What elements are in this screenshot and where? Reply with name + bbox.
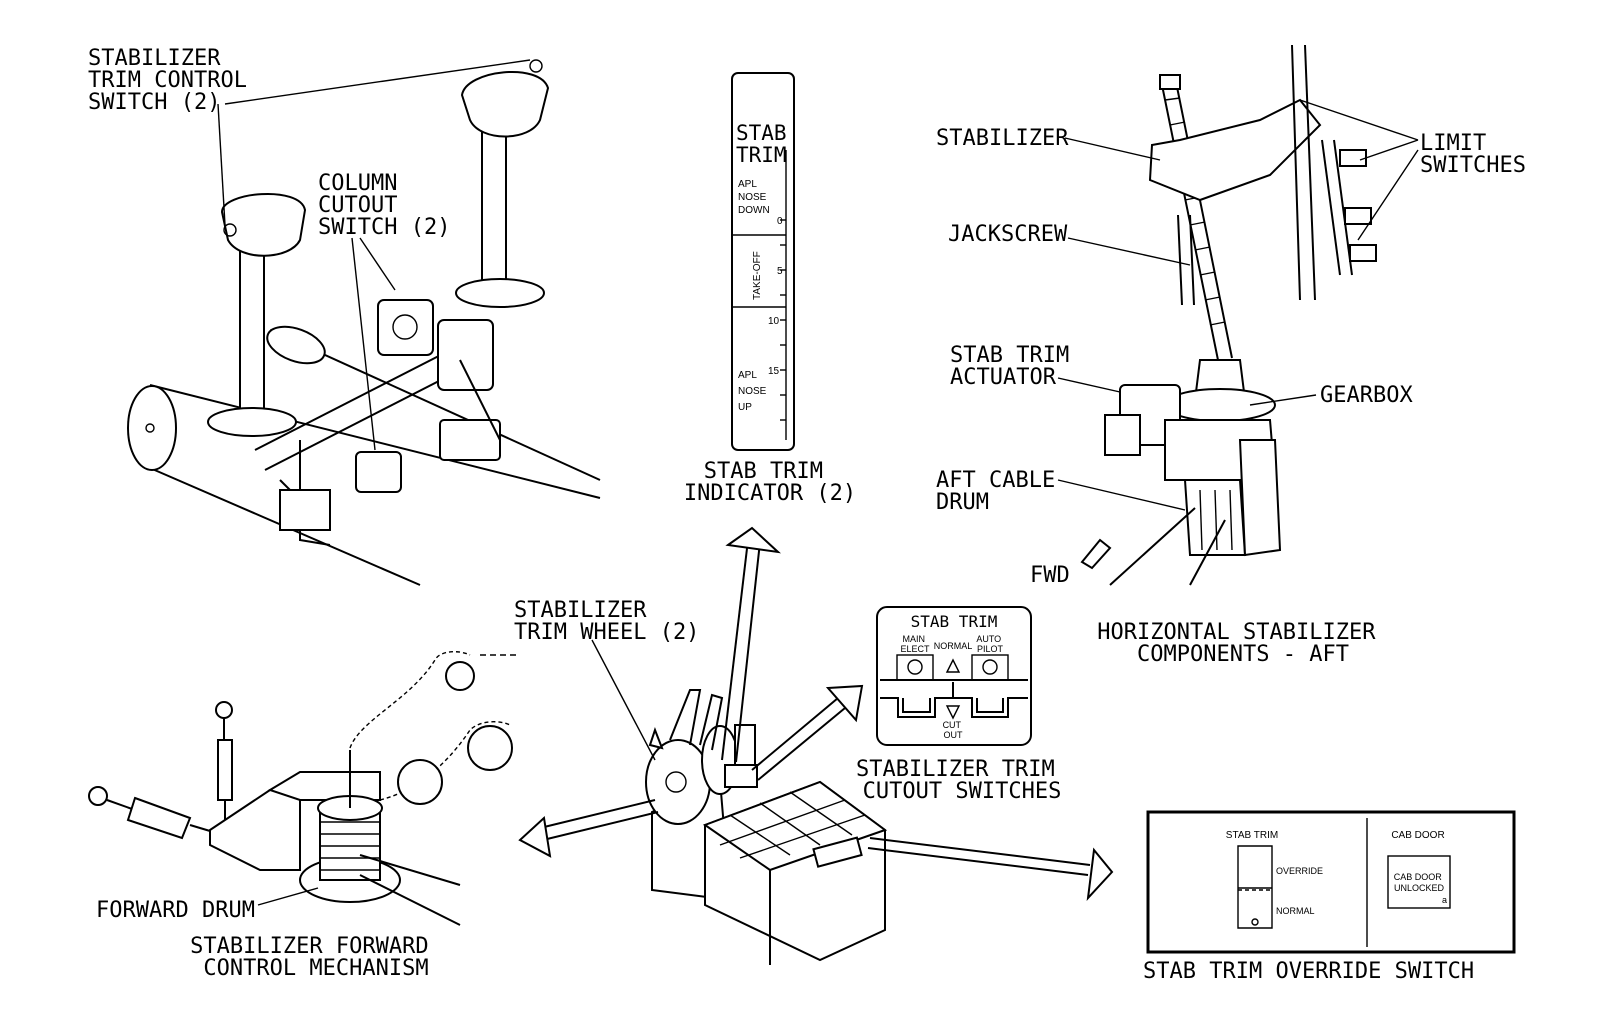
stab-trim-actuator-label: STAB TRIM ACTUATOR [950, 343, 1082, 390]
arrow-to-forward-mechanism [518, 799, 659, 858]
stab-trim-control-switch-label: STABILIZER TRIM CONTROL SWITCH (2) [88, 46, 260, 115]
fwd-label: FWD [1030, 563, 1070, 588]
cutout-switches-panel: STAB TRIM MAIN ELECT NORMAL AUTO PILOT C… [876, 606, 1032, 746]
label-line: ACTUATOR [950, 365, 1057, 390]
scale-15: 15 [768, 366, 780, 377]
label-line: STAB TRIM [950, 343, 1069, 368]
forward-drum-label: FORWARD DRUM [96, 898, 255, 923]
arrow-to-override-switch [867, 837, 1114, 901]
label-line: STAB TRIM [704, 459, 823, 484]
label-line: LIMIT [1420, 131, 1486, 156]
cutout-text: MAIN [902, 634, 925, 644]
label-line: SWITCH (2) [318, 215, 450, 240]
leader-lines-center [591, 639, 656, 761]
jackscrew-label: JACKSCREW [948, 222, 1068, 247]
leader-lines-top-right [1057, 99, 1419, 511]
override-stab-trim-title: STAB TRIM [1226, 830, 1278, 841]
indicator-title: STAB TRIM [736, 121, 799, 167]
cutout-text: AUTO [976, 634, 1001, 644]
indicator-title-line: TRIM [736, 143, 787, 167]
stabilizer-label: STABILIZER [936, 126, 1069, 151]
label-line: STABILIZER FORWARD [190, 934, 428, 959]
label-line: TRIM CONTROL [88, 68, 247, 93]
override-switch-caption: STAB TRIM OVERRIDE SWITCH [1143, 959, 1474, 984]
cab-door-text: UNLOCKED [1394, 883, 1445, 893]
label-line: TRIM WHEEL (2) [514, 620, 699, 645]
indicator-ticks [780, 219, 786, 421]
column-cutout-switch-label: COLUMN CUTOUT SWITCH (2) [318, 171, 450, 240]
label-line: CUTOUT SWITCHES [863, 779, 1062, 804]
stab-forward-control-mechanism-caption: STABILIZER FORWARD CONTROL MECHANISM [190, 934, 442, 981]
override-switch-panel: STAB TRIM OVERRIDE NORMAL CAB DOOR CAB D… [1146, 810, 1516, 954]
arrow-to-cutout-switches [751, 684, 864, 781]
indicator-nose-down: APL NOSE DOWN [738, 179, 770, 216]
label-line: CUTOUT [318, 193, 397, 218]
stab-trim-indicator: STAB TRIM APL NOSE DOWN TAKE-OFF APL NOS… [731, 72, 799, 451]
stab-trim-wheel-label: STABILIZER TRIM WHEEL (2) [514, 598, 699, 645]
indicator-title-line: STAB [736, 121, 787, 145]
cab-door-unlocked-light: CAB DOOR UNLOCKED [1394, 872, 1445, 893]
label-line: STABILIZER [514, 598, 647, 623]
indicator-nose-up: APL NOSE UP [738, 370, 769, 413]
cutout-panel-title: STAB TRIM [911, 612, 998, 631]
indicator-text: APL [738, 370, 757, 381]
label-line: STABILIZER TRIM [856, 757, 1055, 782]
cutout-auto-pilot: AUTO PILOT [976, 634, 1003, 654]
cutout-text: OUT [944, 730, 964, 740]
horizontal-stabilizer-illustration [1080, 44, 1377, 586]
horizontal-stabilizer-components-caption: HORIZONTAL STABILIZER COMPONENTS - AFT [1097, 620, 1388, 667]
indicator-text: DOWN [738, 205, 770, 216]
label-line: COMPONENTS - AFT [1137, 642, 1349, 667]
label-line: COLUMN [318, 171, 397, 196]
label-line: CONTROL MECHANISM [203, 956, 428, 981]
label-line: DRUM [936, 490, 989, 515]
cab-door-title: CAB DOOR [1391, 830, 1444, 841]
override-normal-label: NORMAL [1276, 906, 1315, 916]
leader-lines-bottom-left [257, 887, 319, 906]
arrow-to-indicator [721, 526, 782, 763]
stab-trim-indicator-caption: STAB TRIM INDICATOR (2) [684, 459, 856, 506]
cutout-cut-out: CUT OUT [943, 720, 964, 740]
indicator-text: UP [738, 402, 752, 413]
label-line: INDICATOR (2) [684, 481, 856, 506]
scale-0: 0 [777, 216, 783, 227]
leader-lines-top-left [217, 59, 531, 451]
forward-control-mechanism-illustration [88, 651, 520, 926]
cutout-main-elect: MAIN ELECT [900, 634, 930, 654]
cutout-switches-caption: STABILIZER TRIM CUTOUT SWITCHES [856, 757, 1068, 804]
label-line: STABILIZER [88, 46, 221, 71]
indicator-takeoff: TAKE-OFF [752, 251, 763, 300]
cab-door-text: CAB DOOR [1394, 872, 1443, 882]
label-line: SWITCH (2) [88, 90, 220, 115]
indicator-text: APL [738, 179, 757, 190]
indicator-text: NOSE [738, 192, 767, 203]
cutout-text: PILOT [977, 644, 1004, 654]
control-pedestal-illustration [645, 689, 888, 965]
label-line: HORIZONTAL STABILIZER [1097, 620, 1376, 645]
label-line: SWITCHES [1420, 153, 1526, 178]
control-columns-illustration [127, 59, 601, 586]
override-label: OVERRIDE [1276, 866, 1323, 876]
gearbox-label: GEARBOX [1320, 383, 1413, 408]
scale-10: 10 [768, 316, 780, 327]
cab-door-mark: a [1442, 895, 1447, 905]
cutout-normal: NORMAL [934, 641, 973, 651]
cutout-text: ELECT [900, 644, 930, 654]
aft-cable-drum-label: AFT CABLE DRUM [936, 468, 1068, 515]
cutout-text: CUT [943, 720, 962, 730]
scale-5: 5 [777, 266, 783, 277]
label-line: AFT CABLE [936, 468, 1055, 493]
limit-switches-label: LIMIT SWITCHES [1420, 131, 1526, 178]
indicator-text: NOSE [738, 386, 767, 397]
callout-arrows [518, 526, 1114, 901]
